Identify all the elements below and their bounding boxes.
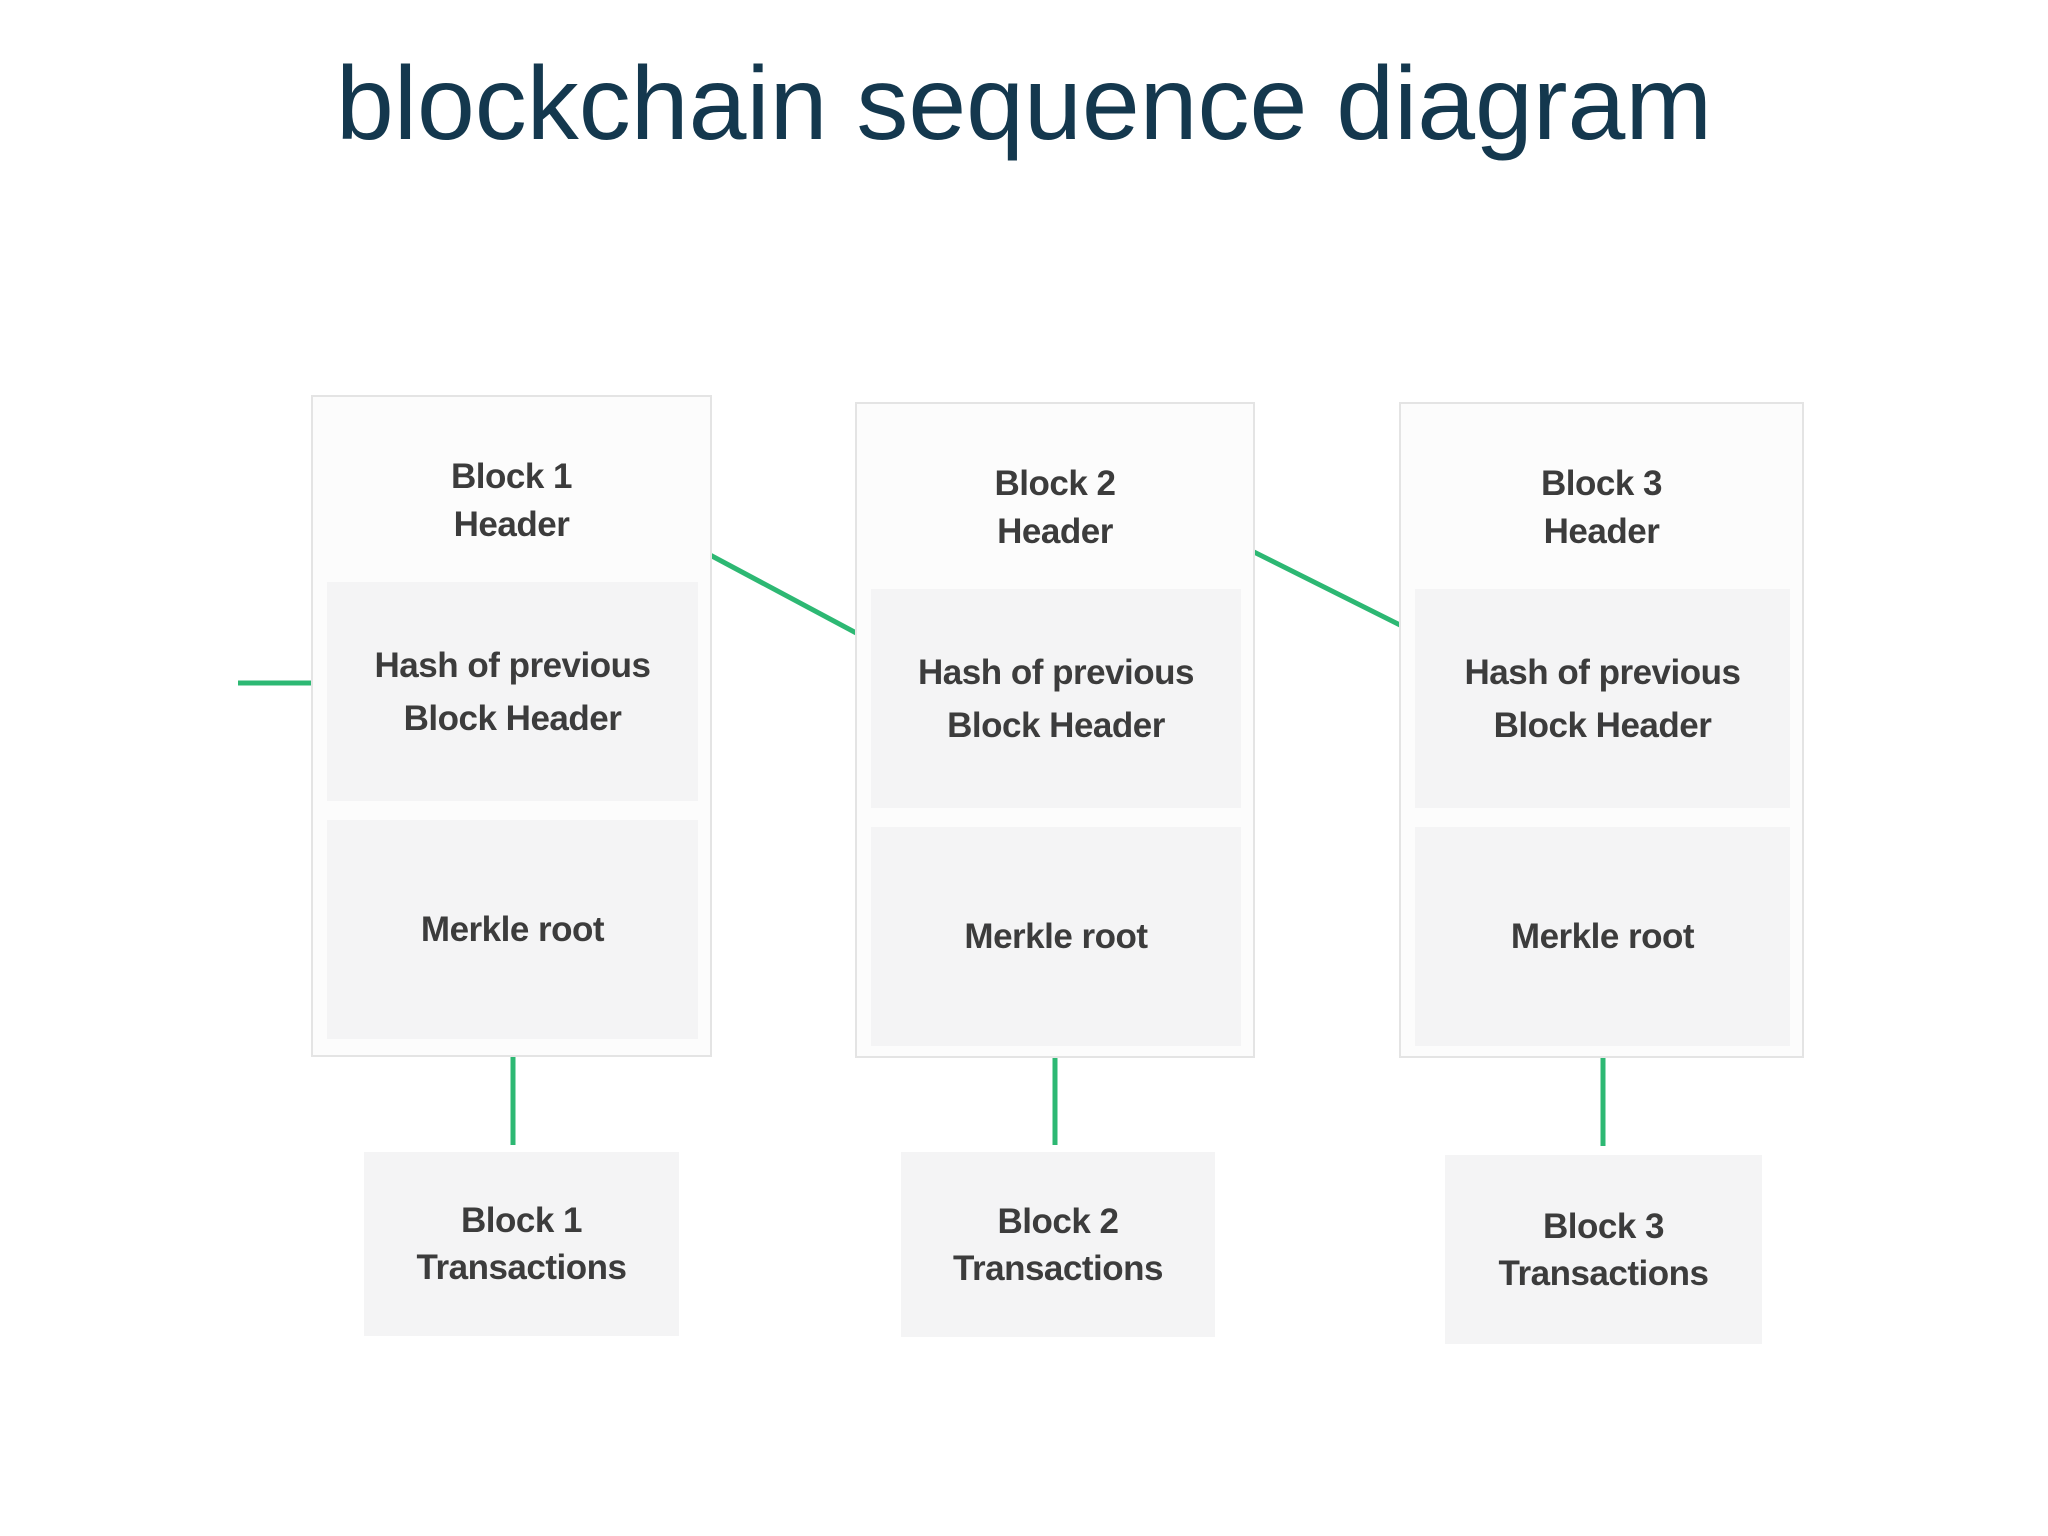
block-1-tx-line2: Transactions (416, 1248, 627, 1287)
block-3-hash-line1: Hash of previous (1464, 652, 1741, 692)
block-3-tx-line2: Transactions (1498, 1253, 1709, 1293)
block-3: Block 3 Header Hash of previous Block He… (1399, 402, 1804, 1058)
block-3-hash-line2: Block Header (1493, 705, 1712, 745)
block-2-tx-line1: Block 2 (997, 1201, 1120, 1241)
block-3-header-line1: Block 3 (1541, 464, 1663, 503)
block-1-merkle-box: Merkle root (327, 820, 698, 1039)
block-2-header-line1: Block 2 (994, 464, 1117, 503)
block-2-transactions-box: Block 2 Transactions (901, 1152, 1215, 1337)
block-2-tx-line2: Transactions (953, 1248, 1163, 1288)
block-1-header-label: Block 1 Header (313, 453, 710, 549)
block-2-hash-line2: Block Header (947, 705, 1165, 745)
block-2-merkle-label: Merkle root (964, 917, 1148, 956)
block-3-hash-box: Hash of previous Block Header (1415, 589, 1790, 808)
block-1-hash-box: Hash of previous Block Header (327, 582, 698, 801)
block-3-transactions-box: Block 3 Transactions (1445, 1155, 1762, 1344)
block-2-hash-box: Hash of previous Block Header (871, 589, 1241, 808)
block-2-header-label: Block 2 Header (857, 460, 1253, 556)
block-1-hash-line2: Block Header (403, 698, 622, 738)
block-1-hash-line1: Hash of previous (374, 645, 651, 685)
block-3-tx-line1: Block 3 (1543, 1206, 1665, 1246)
block-2-merkle-box: Merkle root (871, 827, 1241, 1046)
block-3-header-line2: Header (1543, 512, 1660, 551)
block-1-header-line1: Block 1 (451, 457, 573, 496)
block-1-header-line2: Header (453, 505, 570, 544)
page-title: blockchain sequence diagram (336, 46, 1712, 162)
block-3-merkle-box: Merkle root (1415, 827, 1790, 1046)
block-3-merkle-label: Merkle root (1510, 917, 1695, 956)
block-1-transactions-box: Block 1 Transactions (364, 1152, 679, 1336)
block-2-header-line2: Header (997, 512, 1113, 551)
block-1: Block 1 Header Hash of previous Block He… (311, 395, 712, 1057)
block-3-header-label: Block 3 Header (1401, 460, 1802, 556)
block-1-tx-line1: Block 1 (461, 1201, 583, 1240)
block-2-hash-line1: Hash of previous (918, 652, 1194, 692)
block-2: Block 2 Header Hash of previous Block He… (855, 402, 1255, 1058)
block-1-merkle-label: Merkle root (420, 910, 605, 949)
